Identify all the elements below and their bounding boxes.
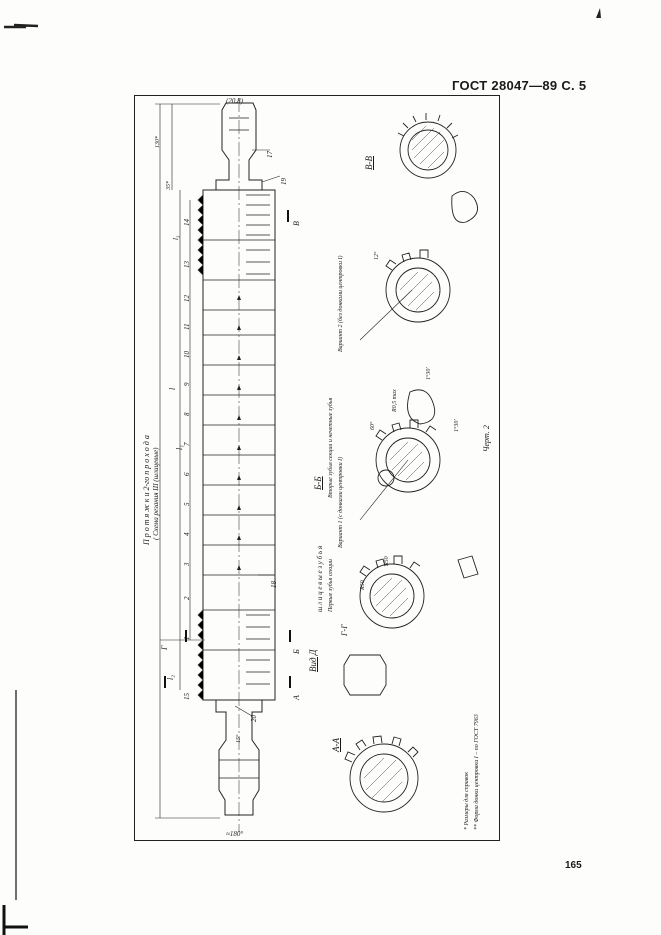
section-arrow-b: Б — [292, 649, 301, 654]
figure-caption: Черт. 2 — [482, 425, 491, 452]
tooth-number: 8 — [183, 412, 191, 417]
tooth-number: 1 — [183, 636, 191, 641]
callout-18: 18 — [270, 581, 278, 588]
note-2: ** Форма донки центровки I – по ГОСТ 796… — [474, 714, 480, 830]
dim-label-35: 35* — [166, 181, 172, 190]
tooth-number: 15 — [183, 693, 191, 700]
dim-r50a: R50 — [360, 580, 366, 590]
tooth-number: 9 — [183, 382, 191, 387]
section-arrow-v: В — [292, 221, 301, 226]
dim-label-l3: l₃ — [172, 235, 180, 240]
section-gg-title: Г-Г — [340, 624, 349, 636]
tooth-number: 10 — [183, 351, 191, 358]
section-arrow-g: Г — [160, 645, 169, 650]
variant1-caption: Вариант 1 (с донками центровки I) — [338, 456, 344, 548]
dim-angle-a: 1°30' — [426, 367, 432, 380]
tooth-number: 4 — [183, 532, 191, 537]
spline-title: ш л и ц е в ы е з у б ь я — [316, 545, 324, 612]
dim-15: 15° — [236, 734, 242, 743]
dim-60: 60° — [370, 421, 376, 430]
tooth-number: 3 — [183, 562, 191, 567]
callout-19: 19 — [280, 178, 288, 185]
tooth-number: 6 — [183, 472, 191, 477]
tooth-number: 14 — [183, 219, 191, 226]
callout-17: 17 — [266, 151, 274, 158]
note-1: * Размеры для справок — [464, 771, 470, 830]
first-teeth-caption: Первые зубья секции — [328, 559, 334, 612]
standard-number: ГОСТ 28047—89 — [452, 78, 558, 93]
dim-label-l2: l₂ — [166, 674, 175, 680]
tooth-number: 13 — [183, 261, 191, 268]
tooth-number: 2 — [183, 596, 191, 601]
drawing-title: П р о т я ж к и 2-го п р о х о д а — [142, 435, 151, 545]
dim-radius: R0,5 max — [392, 389, 398, 412]
drawing-frame — [134, 95, 500, 841]
dim-angle-b: 1°30' — [454, 419, 460, 432]
other-teeth-caption: Вторые зубья секции и нечетные зубья — [328, 397, 334, 498]
tooth-number: 5 — [183, 502, 191, 507]
callout-20: 20 — [250, 715, 258, 722]
page-label: С. 5 — [561, 78, 587, 93]
dim-r50b: R50 — [384, 556, 390, 566]
drawing-subtitle: ( Схема резания Ш (шлицевые) — [152, 447, 160, 540]
tooth-number: 11 — [183, 323, 191, 330]
section-bb-title: Б-Б — [313, 476, 323, 490]
dim-label-130: 130* — [155, 136, 161, 148]
dim-12: 12° — [374, 251, 380, 260]
dim-bottom: ≈180° — [226, 830, 243, 838]
view-d-title: Вид Д — [308, 649, 318, 672]
section-aa-title: А-А — [331, 738, 341, 752]
tooth-number: 7 — [183, 442, 191, 447]
dim-label-l: l — [168, 387, 177, 390]
tooth-number: 12 — [183, 295, 191, 302]
section-vv-title: В-В — [364, 156, 374, 170]
variant2-caption: Вариант 2 (без донками центровки I) — [338, 255, 344, 352]
section-arrow-a: А — [292, 695, 301, 700]
dim-top: (20,8) — [226, 97, 244, 105]
document-header: ГОСТ 28047—89 С. 5 — [452, 78, 586, 93]
page-number: 165 — [565, 860, 582, 871]
